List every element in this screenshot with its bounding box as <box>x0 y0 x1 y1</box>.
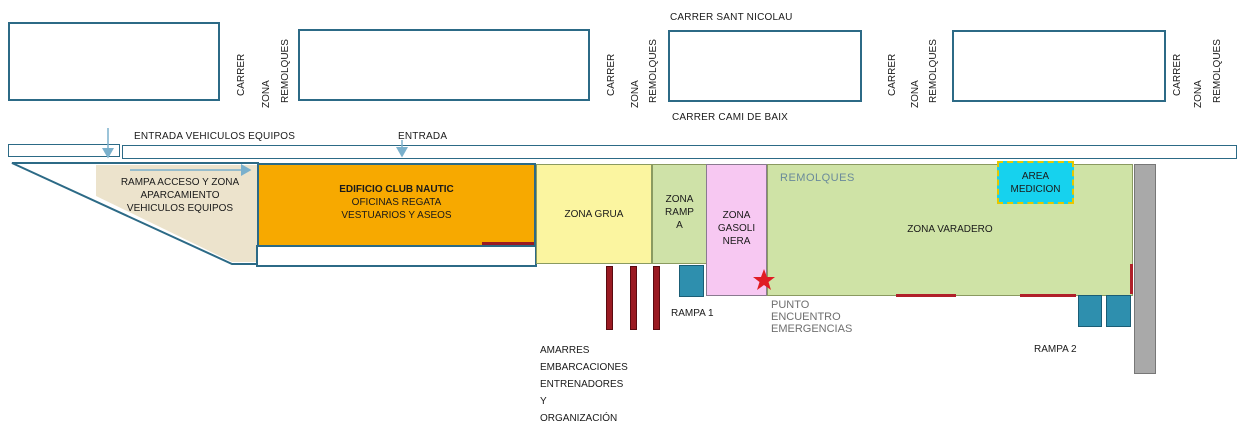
club-red-mark <box>482 242 534 245</box>
zone-gasolinera-line3: NERA <box>722 236 751 247</box>
zone-gasolinera-line1: ZONA <box>722 210 751 221</box>
access-bar-left <box>8 144 120 157</box>
amarres-line4: Y <box>540 396 547 407</box>
amarres-line1: AMARRES <box>540 345 590 356</box>
zone-rampa-line3: A <box>676 220 683 231</box>
rampa-1-label: RAMPA 1 <box>671 308 714 319</box>
rampa-2-label: RAMPA 2 <box>1034 344 1077 355</box>
zone-varadero-label: ZONA VARADERO <box>907 224 993 235</box>
zone-gasolinera-line2: GASOLI <box>717 223 756 234</box>
zone-rampa-acceso-line2: APARCAMIENTO <box>140 190 220 201</box>
punto-line1: PUNTO <box>771 299 810 311</box>
entrance-vehicles-label: ENTRADA VEHICULOS EQUIPOS <box>134 131 296 142</box>
varadero-right-mark <box>1130 264 1133 294</box>
pier-3 <box>653 266 660 330</box>
punto-encuentro-label: PUNTO ENCUENTRO EMERGENCIAS <box>771 299 852 335</box>
varadero-edge-2 <box>1020 294 1076 297</box>
amarres-line2: EMBARCACIONES <box>540 362 628 373</box>
zone-grua: ZONA GRUA <box>536 164 652 264</box>
zone-club-nautic: EDIFICIO CLUB NAUTIC OFICINAS REGATA VES… <box>257 163 536 247</box>
amarres-label: AMARRES EMBARCACIONES ENTRENADORES Y ORG… <box>540 342 628 427</box>
amarres-line5: ORGANIZACIÓN <box>540 413 618 424</box>
pier-2 <box>630 266 637 330</box>
street-sant-nicolau: CARRER SANT NICOLAU <box>670 12 793 23</box>
city-block-3 <box>668 30 862 102</box>
club-line3: VESTUARIOS Y ASEOS <box>341 210 452 221</box>
zone-rampa-acceso-line1: RAMPA ACCESO Y ZONA <box>120 177 240 188</box>
punto-line2: ENCUENTRO <box>771 311 841 323</box>
punto-line3: EMERGENCIAS <box>771 323 853 335</box>
zone-gasolinera: ZONA GASOLI NERA <box>706 164 767 296</box>
amarres-line3: ENTRENADORES <box>540 379 624 390</box>
city-block-4 <box>952 30 1166 102</box>
zone-rampa-line2: RAMP <box>665 207 694 218</box>
zone-rampa: ZONA RAMP A <box>652 164 707 264</box>
club-title: EDIFICIO CLUB NAUTIC <box>339 184 454 195</box>
club-line2: OFICINAS REGATA <box>351 197 442 208</box>
zone-rampa-acceso: RAMPA ACCESO Y ZONA APARCAMIENTO VEHICUL… <box>100 176 260 236</box>
zone-area-medicion: AREA MEDICION <box>997 161 1074 204</box>
rampa-1-block <box>679 265 704 297</box>
zone-medicion-line2: MEDICION <box>1010 183 1061 195</box>
city-block-2 <box>298 29 590 101</box>
zone-medicion-line1: AREA <box>1021 170 1050 182</box>
remolques-label: REMOLQUES <box>780 172 855 184</box>
zone-rampa-line1: ZONA <box>665 194 694 205</box>
zone-rampa-acceso-line3: VEHICULOS EQUIPOS <box>126 203 234 214</box>
pier-1 <box>606 266 613 330</box>
rampa-2-block-a <box>1078 295 1102 327</box>
red-star-icon <box>753 269 775 290</box>
zone-grua-label: ZONA GRUA <box>564 208 624 220</box>
varadero-edge-1 <box>896 294 956 297</box>
entrance-main-label: ENTRADA <box>398 131 448 142</box>
city-block-1 <box>8 22 220 101</box>
rampa-2-block-b <box>1106 295 1131 327</box>
street-cami-de-baix: CARRER CAMI DE BAIX <box>672 112 789 123</box>
breakwater <box>1134 164 1156 374</box>
